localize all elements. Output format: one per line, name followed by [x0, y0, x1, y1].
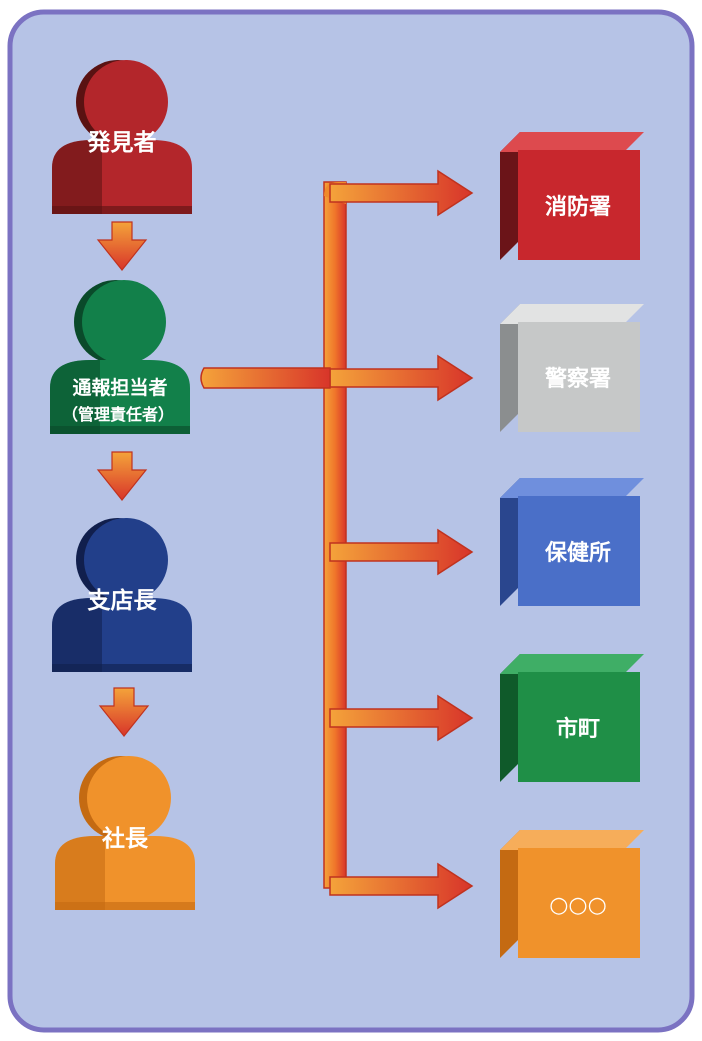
person-branch-manager: 支店長	[52, 518, 192, 672]
down-arrow-2	[96, 451, 148, 501]
person-reporter: 通報担当者 （管理責任者）	[50, 280, 190, 434]
person-head	[87, 756, 171, 840]
cube-top	[500, 654, 644, 674]
agency-label: 警察署	[544, 366, 611, 392]
branch-arrow-5	[329, 862, 474, 910]
agency-label: ○○○	[549, 893, 607, 918]
person-label: 通報担当者	[72, 376, 167, 399]
branch-arrow-4	[329, 694, 474, 742]
agency-label: 保健所	[544, 540, 611, 566]
agency-other: ○○○	[500, 830, 644, 958]
person-head	[84, 60, 168, 144]
cube-front	[518, 848, 640, 958]
person-head	[84, 518, 168, 602]
person-base	[50, 426, 190, 434]
person-base	[52, 206, 192, 214]
cube-front	[518, 322, 640, 432]
person-label: 社長	[102, 825, 149, 852]
cube-front	[518, 150, 640, 260]
down-arrow-1	[96, 221, 148, 271]
person-body-shade	[50, 360, 100, 434]
person-label: 支店長	[87, 588, 158, 614]
person-president: 社長	[55, 756, 195, 910]
cube-side	[500, 654, 520, 782]
cube-top	[500, 132, 644, 152]
person-body-shade	[52, 140, 102, 214]
person-discoverer: 発見者	[52, 60, 192, 214]
cube-front	[518, 496, 640, 606]
agency-label: 消防署	[545, 195, 611, 220]
person-base	[55, 902, 195, 910]
cube-side	[500, 478, 520, 606]
cube-front	[518, 672, 640, 782]
notification-lines	[200, 169, 474, 910]
person-body-shade	[52, 598, 102, 672]
down-arrow-3	[98, 687, 150, 737]
agency-fire-department: 消防署	[500, 132, 644, 260]
cube-side	[500, 304, 520, 432]
cube-side	[500, 132, 520, 260]
person-body-shade	[55, 836, 105, 910]
trunk-line	[323, 181, 347, 889]
cube-top	[500, 478, 644, 498]
cube-top	[500, 830, 644, 850]
agency-police: 警察署	[500, 304, 644, 432]
person-head	[82, 280, 166, 364]
escalation-arrows	[96, 221, 150, 737]
reporter-feed-line	[200, 367, 331, 389]
agency-municipality: 市町	[500, 654, 644, 782]
branch-arrow-1	[329, 169, 474, 217]
cube-top	[500, 304, 644, 324]
branch-arrow-2	[329, 354, 474, 402]
person-label: 発見者	[87, 130, 157, 156]
person-sublabel: （管理責任者）	[62, 405, 174, 424]
cube-side	[500, 830, 520, 958]
agency-health-center: 保健所	[500, 478, 644, 606]
branch-arrow-3	[329, 528, 474, 576]
person-base	[52, 664, 192, 672]
agency-label: 市町	[556, 716, 600, 742]
